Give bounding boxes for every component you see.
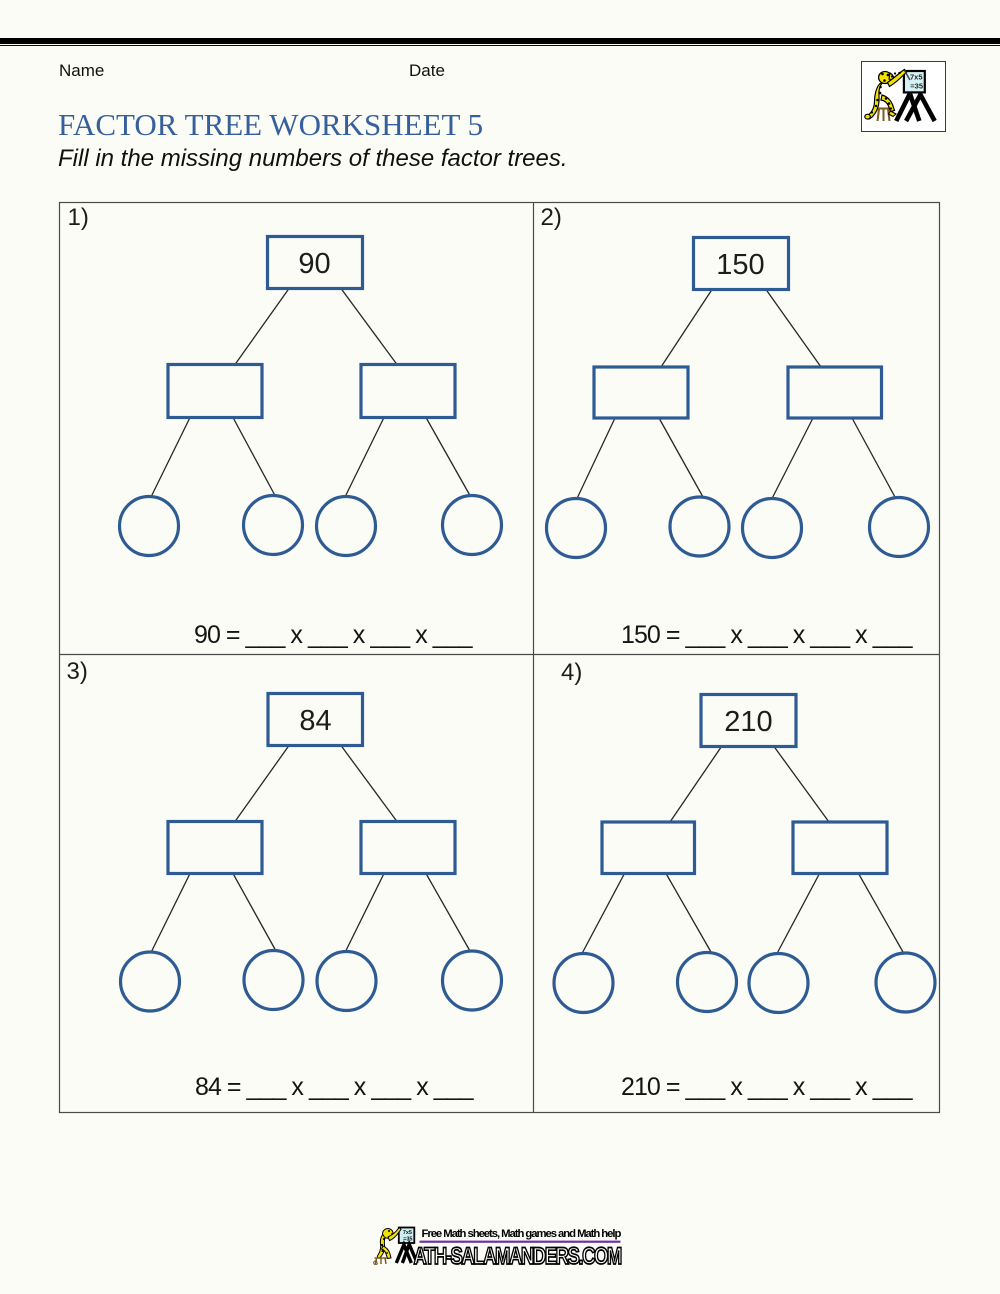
svg-text:G: G xyxy=(373,1260,378,1267)
svg-text:=35: =35 xyxy=(403,1237,412,1243)
svg-text:=35: =35 xyxy=(910,82,923,91)
svg-text:Free Math sheets, Math games a: Free Math sheets, Math games and Math he… xyxy=(422,1228,622,1240)
svg-text:ATH-SALAMANDERS.COM: ATH-SALAMANDERS.COM xyxy=(414,1241,622,1269)
svg-text:7x5: 7x5 xyxy=(403,1230,412,1236)
svg-text:7x5: 7x5 xyxy=(910,73,923,82)
